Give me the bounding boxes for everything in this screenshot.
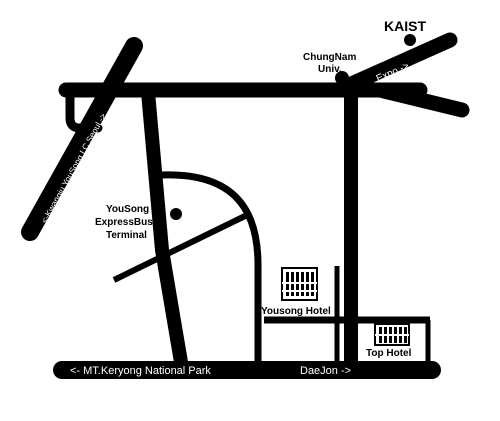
expo-road [330, 32, 458, 98]
yousong-hotel-building-icon [281, 267, 318, 301]
top-hotel-label: Top Hotel [366, 348, 412, 359]
terminal-location-dot [170, 208, 182, 220]
kaist-location-dot [404, 34, 416, 46]
chungnam-location-dot [335, 71, 349, 85]
chungnam-label-line1: ChungNam [303, 52, 356, 63]
yousong-hotel-label: Yousong Hotel [261, 306, 331, 317]
daejon-road-label: DaeJon -> [300, 365, 351, 377]
chungnam-label-line2: Univ. [318, 64, 342, 75]
east-branch-road [372, 82, 470, 118]
terminal-label-line3: Terminal [106, 230, 147, 241]
diagonal-cross-road [112, 213, 247, 283]
mt-keryong-road-label: <- MT.Keryong National Park [70, 365, 211, 377]
west-vertical-road [141, 85, 189, 375]
terminal-loop-road [159, 171, 262, 362]
terminal-label-line2: ExpressBus [95, 217, 153, 228]
yousong-ic-road [21, 37, 143, 241]
terminal-label-line1: YouSong [106, 204, 149, 215]
kaist-label: KAIST [384, 18, 426, 34]
top-hotel-building-icon [374, 323, 410, 346]
